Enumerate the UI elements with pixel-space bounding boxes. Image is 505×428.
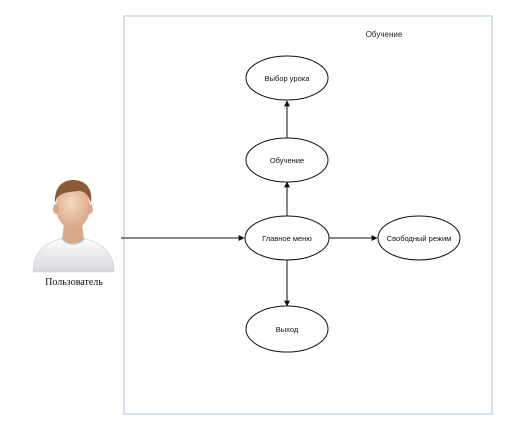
- user-avatar-icon: [32, 180, 115, 273]
- system-boundary: [123, 15, 493, 415]
- use-case-lesson-select-label: Выбор урока: [265, 74, 311, 83]
- actor-label: Пользователь: [45, 277, 103, 288]
- use-case-exit-label: Выход: [276, 325, 299, 334]
- use-case-main-menu[interactable]: [244, 215, 330, 261]
- use-case-exit[interactable]: [245, 305, 329, 353]
- use-case-learning[interactable]: [245, 137, 329, 183]
- use-case-main-menu-label: Главное меню: [262, 234, 312, 243]
- use-case-learning-label: Обучение: [270, 156, 304, 165]
- use-case-free-mode[interactable]: [377, 215, 461, 261]
- use-case-lesson-select[interactable]: [245, 55, 329, 101]
- use-case-free-mode-label: Свободный режим: [387, 234, 452, 243]
- system-title: Обучение: [366, 30, 403, 39]
